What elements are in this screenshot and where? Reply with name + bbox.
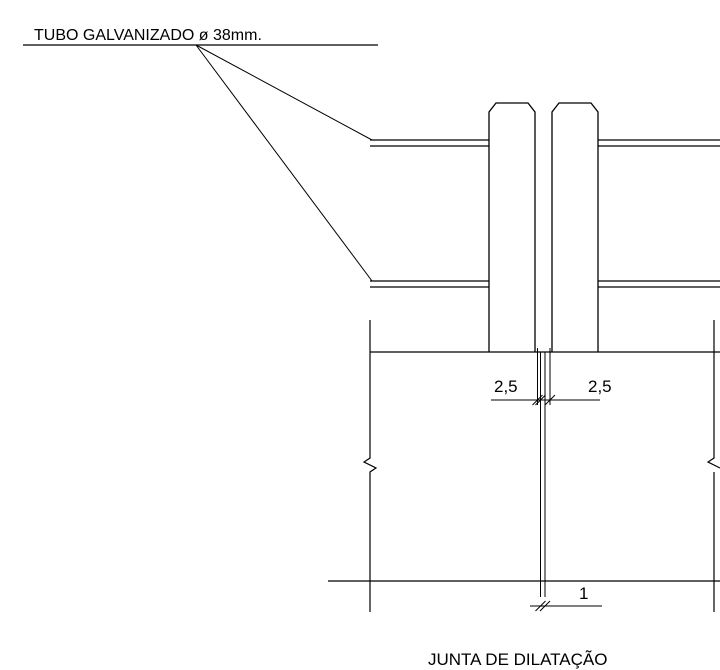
- pipe-bottom-left: [370, 280, 489, 288]
- drawing-title: JUNTA DE DILATAÇÃO: [428, 650, 607, 669]
- dimension-gap-left: 2,5: [494, 377, 518, 396]
- right-break-line: [706, 320, 720, 469]
- left-break-line: [362, 320, 378, 612]
- dimension-gap-right: 2,5: [588, 377, 612, 396]
- pipe-bottom-right: [598, 280, 720, 288]
- dimension-gap: [491, 394, 600, 406]
- dimension-joint: [530, 600, 602, 612]
- post-right: [551, 102, 599, 352]
- post-left: [488, 102, 536, 352]
- pipe-top-right: [598, 139, 720, 147]
- callout-label: TUBO GALVANIZADO ø 38mm.: [34, 27, 262, 44]
- dimension-joint-width: 1: [579, 584, 588, 603]
- callout-leader: [23, 44, 378, 282]
- pipe-top-left: [370, 139, 489, 147]
- expansion-joint-gap: [537, 348, 551, 597]
